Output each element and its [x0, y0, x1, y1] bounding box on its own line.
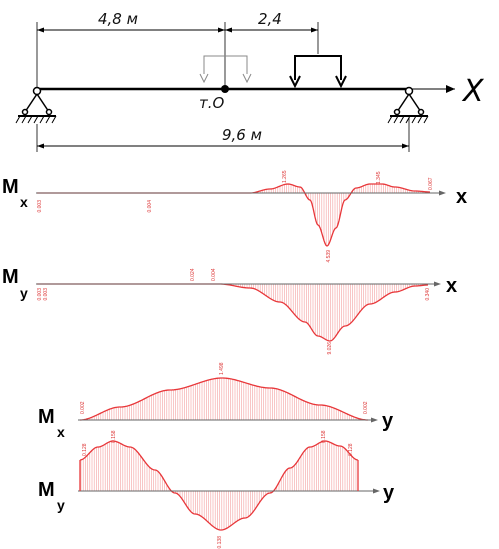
moment-symbol: M: [38, 479, 55, 501]
diagram-mx-y: M x y 0.002 1.498 0.002: [38, 362, 394, 440]
value-label: 1.345: [376, 171, 382, 184]
axis-name: y: [383, 482, 395, 504]
point-o-label: т.О: [199, 94, 225, 112]
dim-load-label: 2,4: [258, 10, 282, 28]
value-label: 0.024: [190, 268, 196, 281]
moment-symbol: M: [2, 266, 19, 288]
value-label: 0.003: [43, 288, 49, 301]
moment-subscript: y: [20, 285, 28, 301]
moment-subscript: x: [57, 424, 65, 440]
diagram-hatch: [87, 378, 361, 420]
moment-subscript: y: [57, 497, 65, 513]
diagram-curve: [37, 283, 429, 342]
value-label: 0.003: [37, 200, 43, 213]
value-label: 0.128: [348, 443, 354, 456]
value-label: 0.002: [80, 401, 86, 414]
axis-name: x: [456, 186, 467, 208]
value-label: 0.003: [37, 288, 43, 301]
diagram-my-x: M y x 0.003 0.003 0.024 0.004 9.026 0.34…: [2, 266, 457, 355]
dim-total-label: 9,6 м: [222, 126, 262, 144]
value-label: 9.026: [327, 342, 333, 355]
distributed-load: [289, 55, 347, 89]
left-support: [15, 86, 57, 124]
diagram-hatch: [80, 441, 357, 530]
axis-name: y: [382, 410, 394, 432]
value-label: 0.128: [82, 443, 88, 456]
diagram-hatch: [231, 284, 428, 341]
beam-axis-label: X: [461, 74, 485, 109]
value-label: 4.539: [326, 250, 332, 263]
value-label: 1.265: [282, 170, 288, 183]
value-label: 0.002: [363, 401, 369, 414]
value-label: 0.138: [217, 536, 223, 549]
diagram-curve: [79, 440, 359, 531]
value-label: 1.498: [219, 362, 225, 375]
diagram-my-y: M y y 0.128 0.158 0.158 0.128 0.138: [38, 430, 395, 548]
axis-name: x: [446, 275, 457, 297]
value-label: 0.004: [147, 200, 153, 213]
value-label: 0.158: [321, 430, 327, 443]
point-o-marker: [221, 85, 229, 93]
value-label: 0.067: [428, 177, 434, 190]
dashed-load-marker: [199, 55, 252, 84]
value-label: 0.004: [211, 268, 217, 281]
diagram-mx-x: M x x 0.003 0.004 1.265 1.345 0.067 4.53…: [2, 170, 467, 262]
beam-scheme: [15, 22, 455, 152]
right-support: [387, 86, 429, 124]
dim-left-label: 4,8 м: [98, 10, 138, 28]
diagram-curve: [79, 377, 369, 421]
value-label: 0.340: [425, 288, 431, 301]
moment-symbol: M: [38, 406, 55, 428]
value-label: 0.158: [111, 430, 117, 443]
moment-symbol: M: [2, 176, 19, 198]
moment-subscript: x: [20, 194, 28, 210]
